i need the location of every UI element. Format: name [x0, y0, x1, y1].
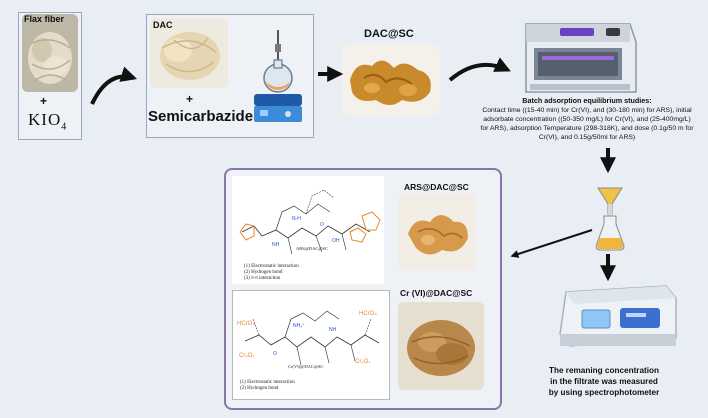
- batch-description: Contact time ((15-40 min) for Cr(VI), an…: [480, 107, 694, 141]
- arrow-flax-to-dac: [90, 66, 138, 105]
- kio4-main: KIO: [28, 110, 62, 129]
- svg-text:O: O: [273, 351, 277, 357]
- hotplate-stirrer-icon: [254, 30, 302, 122]
- dac-sc-photo: [342, 44, 440, 116]
- ars-legend-3: (3) π-π interaction: [244, 276, 281, 281]
- arrow-funnel-to-results: [510, 229, 593, 258]
- flax-fiber-label: Flax fiber: [24, 14, 65, 24]
- shaker-incubator-icon: [525, 23, 637, 93]
- dac-photo: [150, 18, 228, 88]
- svg-text:NH: NH: [272, 242, 280, 248]
- svg-text:Cr₂O₇: Cr₂O₇: [239, 353, 254, 359]
- dac-sc-label: DAC@SC: [364, 28, 414, 40]
- kio4-subscript: 4: [61, 121, 68, 133]
- plus-sign-1: +: [40, 94, 48, 108]
- ars-dac-sc-photo: [398, 194, 476, 270]
- cr-legend-1: (1) Electrostatic interaction: [240, 380, 295, 385]
- svg-text:NH₃⁺: NH₃⁺: [293, 323, 305, 329]
- svg-text:HCrO₄: HCrO₄: [359, 311, 377, 317]
- svg-text:HCrO₄: HCrO₄: [237, 321, 255, 327]
- ars-legend-1: (1) Electrostatic interaction: [244, 264, 299, 269]
- flax-fiber-photo: [22, 14, 78, 92]
- cr-structure-title: Cr(VI)@DAC@SC: [288, 364, 324, 369]
- plus-sign-2: +: [186, 92, 194, 106]
- semicarbazide-label: Semicarbazide: [148, 108, 254, 125]
- svg-text:N-H: N-H: [292, 216, 301, 222]
- batch-title: Batch adsorption equilibrium studies:: [522, 96, 652, 105]
- ars-interaction-structure: N-H O NH OH: [232, 176, 384, 284]
- spectrophotometer-icon: [559, 285, 677, 347]
- svg-text:O: O: [320, 222, 324, 228]
- measurement-line-2: in the filtrate was measured: [550, 377, 658, 386]
- ars-legend-2: (2) Hydrogen bond: [244, 270, 283, 275]
- svg-text:OH: OH: [332, 238, 340, 244]
- cr-dac-sc-label: Cr (VI)@DAC@SC: [400, 288, 473, 298]
- arrow-dacsc-to-shaker: [448, 57, 511, 82]
- ars-dac-sc-label: ARS@DAC@SC: [404, 182, 469, 192]
- ars-structure-title: ARS@DAC@SC: [296, 246, 329, 251]
- cr-legend-2: (2) Hydrogen bond: [240, 386, 279, 391]
- svg-text:NH: NH: [329, 327, 337, 333]
- measurement-line-1: The remaning concentration: [548, 366, 660, 375]
- cr-interaction-structure: HCrO₄ HCrO₄ Cr₂O₇ Cr₂O₇ NH₃⁺ NH O: [232, 290, 390, 400]
- measurement-line-3: by using spectrophotometer: [548, 388, 660, 397]
- kio4-formula: KIO4: [28, 110, 67, 132]
- filtration-funnel-icon: [595, 187, 625, 251]
- cr-dac-sc-photo: [398, 302, 484, 390]
- dac-label: DAC: [153, 20, 173, 30]
- svg-text:Cr₂O₇: Cr₂O₇: [355, 359, 370, 365]
